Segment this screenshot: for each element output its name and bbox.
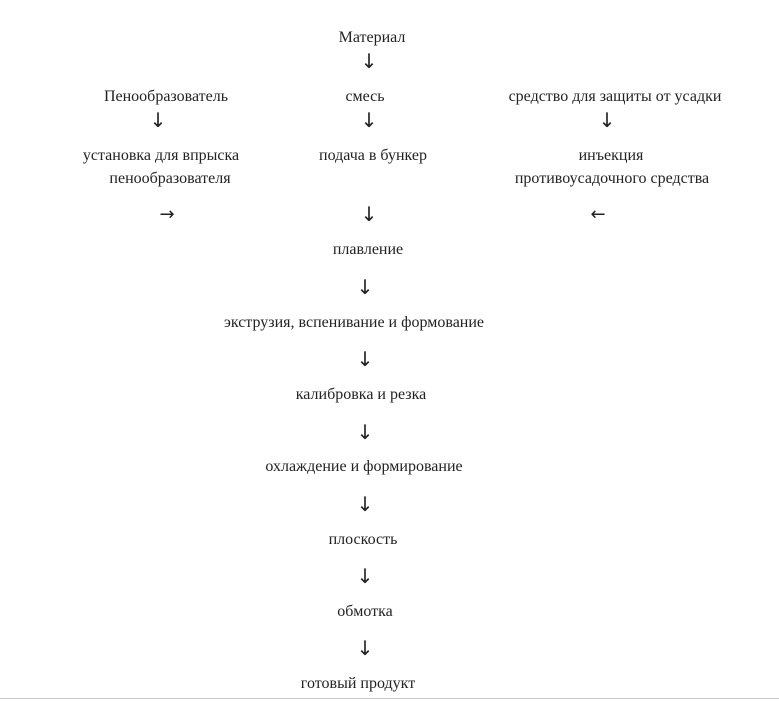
node-foam-injection-line1: установка для впрыска [82,147,240,164]
node-cooling: охлаждение и формирование [265,458,463,475]
arrow-down-icon: ↓ [356,636,374,660]
arrow-down-icon: ↓ [360,49,378,73]
node-foaming-agent: Пенообразователь [103,88,229,105]
bottom-divider [0,698,779,699]
node-material: Материал [338,29,406,46]
node-winding: обмотка [337,603,393,620]
node-anti-shrink-injection-line2: противоусадочного средства [514,170,710,187]
node-hopper-feed: подача в бункер [319,147,427,164]
node-anti-shrink-agent: средство для защиты от усадки [508,88,722,105]
node-mixture: смесь [345,88,385,105]
node-calibration: калибровка и резка [295,386,427,403]
node-foam-injection-line2: пенообразователя [109,170,231,187]
node-extrusion: экструзия, вспенивание и формование [223,314,485,331]
node-anti-shrink-injection-line1: инъекция [578,147,644,164]
arrow-down-icon: ↓ [356,564,374,588]
node-finished-product: готовый продукт [300,675,416,692]
arrow-down-icon: ↓ [356,492,374,516]
arrow-down-icon: ↓ [356,347,374,371]
arrow-down-icon: ↓ [149,108,167,132]
arrow-down-icon: ↓ [356,420,374,444]
arrow-down-icon: ↓ [360,108,378,132]
arrow-left-icon: ← [590,204,606,225]
node-melting: плавление [332,241,404,258]
node-flatness: плоскость [328,531,398,548]
arrow-down-icon: ↓ [598,108,616,132]
arrow-down-icon: ↓ [360,202,378,226]
arrow-right-icon: → [159,204,175,225]
arrow-down-icon: ↓ [356,275,374,299]
